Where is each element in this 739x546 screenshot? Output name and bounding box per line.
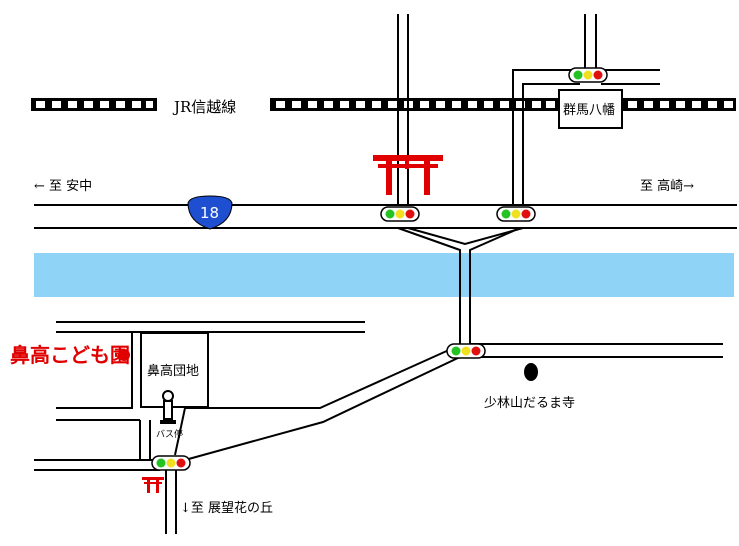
- traffic-light-icon: [380, 206, 420, 222]
- direction-south: ↓至 展望花の丘: [180, 500, 273, 516]
- housing-block: [140, 332, 209, 408]
- housing-label: 鼻高団地: [147, 363, 199, 379]
- kindergarten-label: 鼻高こども園: [10, 343, 130, 367]
- direction-east: 至 高崎→: [640, 178, 694, 194]
- torii-icon: [142, 477, 164, 493]
- bus-stop-icon: [160, 390, 176, 424]
- traffic-light-icon: [568, 67, 608, 83]
- railway-line: [31, 98, 736, 111]
- torii-icon: [373, 155, 443, 195]
- traffic-light-icon: [446, 343, 486, 359]
- traffic-light-icon: [151, 455, 191, 471]
- station-label: 群馬八幡: [563, 103, 615, 118]
- bus-stop-label: バス停: [156, 428, 183, 440]
- station-box: [558, 89, 623, 129]
- temple-label: 少林山だるま寺: [484, 396, 575, 411]
- rail-line-label: JR信越線: [172, 98, 236, 116]
- temple-dot-icon: [524, 363, 538, 381]
- kindergarten-dot-icon: [118, 349, 130, 361]
- river: [34, 253, 734, 297]
- roads: [34, 14, 737, 534]
- traffic-light-icon: [496, 206, 536, 222]
- route-shield-icon: 18: [187, 195, 233, 230]
- route-number: 18: [200, 204, 219, 222]
- direction-west: ← 至 安中: [34, 179, 92, 194]
